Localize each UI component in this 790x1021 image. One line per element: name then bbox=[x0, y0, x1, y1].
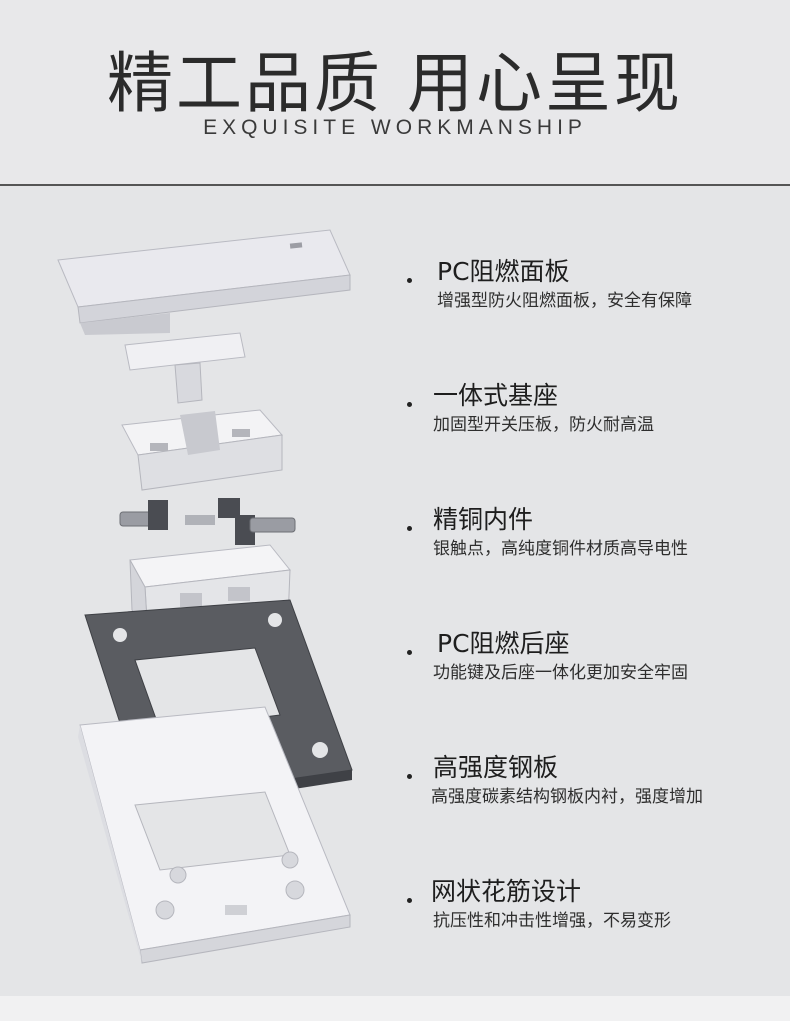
header-divider bbox=[0, 184, 790, 186]
feature-desc: 增强型防火阻燃面板，安全有保障 bbox=[437, 291, 692, 311]
feature-desc: 加固型开关压板，防火耐高温 bbox=[433, 415, 654, 435]
page-subtitle: EXQUISITE WORKMANSHIP bbox=[203, 116, 587, 139]
feature-desc: 高强度碳素结构钢板内衬，强度增加 bbox=[431, 787, 703, 807]
feature-title: 精铜内件 bbox=[433, 505, 534, 534]
feature-title: 一体式基座 bbox=[433, 381, 559, 410]
bullet-dot bbox=[407, 402, 412, 407]
feature-title: 网状花筋设计 bbox=[431, 877, 582, 906]
feature-desc: 银触点，高纯度铜件材质高导电性 bbox=[433, 539, 688, 559]
header: 精工品质 用心呈现 EXQUISITE WORKMANSHIP bbox=[0, 0, 790, 186]
pc-panel-part bbox=[57, 229, 351, 335]
bottom-strip bbox=[0, 996, 790, 1021]
ribbed-back-plate-part bbox=[78, 706, 351, 964]
copper-inner-parts bbox=[119, 498, 296, 545]
feature-title: PC阻燃面板 bbox=[437, 257, 570, 286]
bullet-dot bbox=[407, 526, 412, 531]
bullet-dot bbox=[407, 774, 412, 779]
feature-title: 高强度钢板 bbox=[433, 753, 559, 782]
feature-title: PC阻燃后座 bbox=[437, 629, 570, 658]
feature-desc: 抗压性和冲击性增强，不易变形 bbox=[433, 911, 671, 931]
rocker-part bbox=[124, 332, 246, 404]
bullet-dot bbox=[407, 278, 412, 283]
feature-desc: 功能键及后座一体化更加安全牢固 bbox=[433, 663, 688, 683]
page-title: 精工品质 用心呈现 bbox=[107, 45, 683, 122]
exploded-switch-illustration bbox=[57, 229, 353, 964]
bullet-dot bbox=[407, 650, 412, 655]
integrated-base-part bbox=[121, 409, 283, 491]
bullet-dot bbox=[407, 898, 412, 903]
